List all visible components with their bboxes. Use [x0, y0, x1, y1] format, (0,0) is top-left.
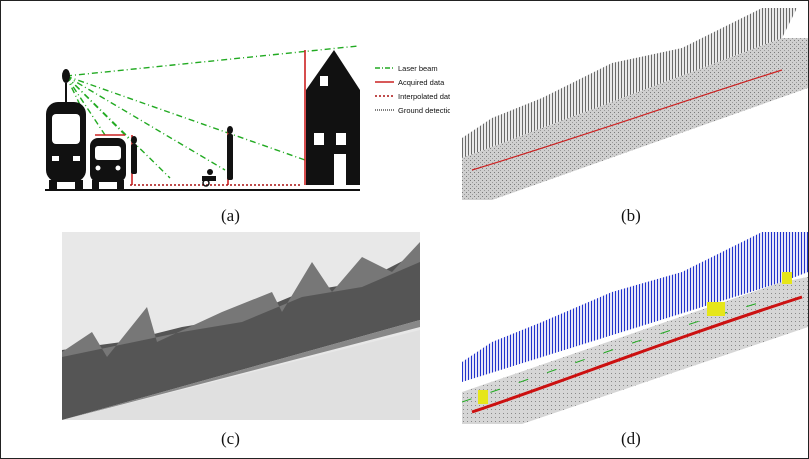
- car-icon: [90, 138, 126, 189]
- trajectory-line: [471, 69, 783, 171]
- laser-beams: [65, 45, 359, 179]
- caption-b: (b): [621, 206, 641, 225]
- object-marker: [782, 272, 792, 284]
- depth-region: [62, 252, 420, 420]
- legend-label-ground-detection: Ground detection: [398, 106, 450, 115]
- ground-detection-green: [461, 301, 763, 403]
- laser-beam-line: [65, 75, 171, 179]
- wheelchair-icon: [202, 169, 216, 187]
- laser-beam-line: [65, 75, 106, 136]
- house-icon: [306, 50, 360, 185]
- range-image: [62, 232, 420, 420]
- panel-a-schematic: Laser beam Acquired data Interpolated da…: [30, 30, 456, 200]
- ground-points: [462, 38, 808, 200]
- laser-beam-line: [65, 45, 359, 77]
- panel-d-classified-cloud: [461, 232, 808, 424]
- object-marker: [478, 390, 488, 404]
- acquired-data: [95, 50, 306, 185]
- pedestrian-icon: [131, 136, 137, 174]
- ground-detection-red: [471, 295, 803, 414]
- laser-beam-line: [65, 75, 306, 161]
- point-cloud-trajectory: [462, 8, 808, 200]
- laser-beam-line: [65, 75, 131, 141]
- facade-points: [462, 8, 797, 158]
- laser-beam-line: [65, 75, 226, 171]
- object-markers: [478, 272, 792, 404]
- legend-label-interpolated-data: Interpolated data: [398, 92, 450, 101]
- caption-a: (a): [221, 206, 240, 225]
- bus-icon: [46, 102, 86, 190]
- caption-c: (c): [221, 429, 240, 448]
- legend-label-laser-beam: Laser beam: [398, 64, 438, 73]
- acquisition-diagram: Laser beam Acquired data Interpolated da…: [45, 45, 456, 191]
- legend-label-acquired-data: Acquired data: [398, 78, 445, 87]
- pedestrian-icon: [227, 126, 233, 180]
- panel-c-range-image: [62, 232, 420, 420]
- panel-b-point-cloud: [462, 8, 808, 200]
- classified-point-cloud: [461, 232, 808, 424]
- caption-d: (d): [621, 429, 641, 448]
- facade-points-blue: [462, 232, 808, 382]
- legend: Laser beam Acquired data Interpolated da…: [375, 64, 456, 115]
- lidar-sensor-icon: [62, 69, 70, 83]
- facade-depth: [62, 242, 420, 357]
- object-marker: [707, 302, 725, 316]
